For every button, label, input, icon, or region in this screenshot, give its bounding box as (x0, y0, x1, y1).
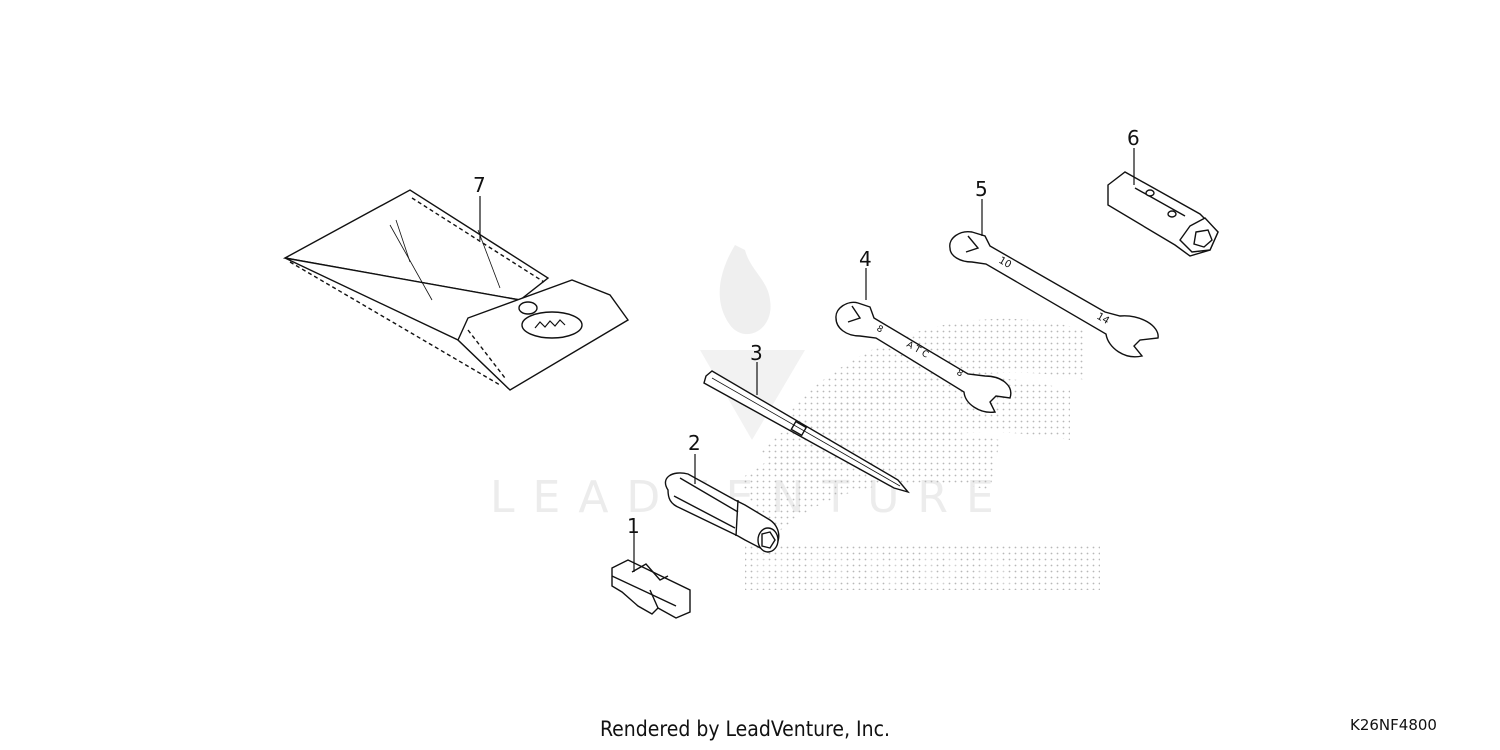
screwdriver-handle (664, 472, 780, 553)
screwdriver-shaft (703, 370, 910, 494)
wrench-8: 8 A T C 8 (835, 301, 1012, 413)
leader-lines (479, 148, 1135, 572)
honda-watermark-text: HONDA (750, 539, 1026, 597)
clip (611, 559, 691, 619)
callouts: 1 2 3 4 5 6 7 (473, 126, 1140, 538)
callout-6: 6 (1127, 126, 1140, 150)
callout-3: 3 (750, 341, 763, 365)
rendered-by-credit: Rendered by LeadVenture, Inc. (600, 717, 890, 741)
callout-4: 4 (859, 247, 872, 271)
tool-bag (282, 189, 630, 391)
callout-7: 7 (473, 173, 486, 197)
callout-2: 2 (688, 431, 701, 455)
diagram-id: K26NF4800 (1350, 716, 1437, 734)
wrench-10x14: 10 14 (949, 231, 1159, 358)
callout-1: 1 (627, 514, 640, 538)
wrench-small-mark-8b: 8 (955, 368, 965, 380)
wrench-small-mark-8a: 8 (875, 324, 885, 336)
plug-wrench (1107, 171, 1219, 257)
callout-5: 5 (975, 177, 988, 201)
